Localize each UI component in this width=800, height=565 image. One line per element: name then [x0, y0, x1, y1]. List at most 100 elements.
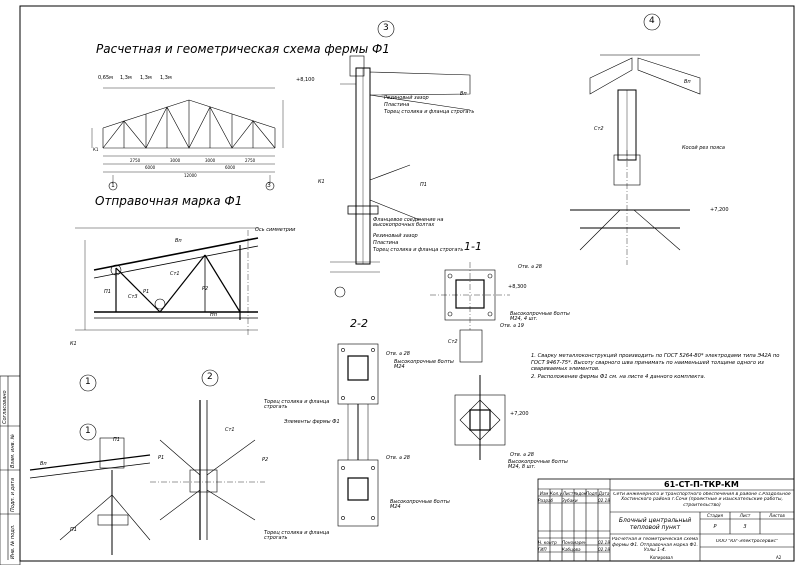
row-developer-name: Зубаки — [562, 498, 578, 503]
node-4-diagram — [570, 13, 701, 265]
member-vp-n4: Вп — [684, 79, 691, 85]
row-norm-date: 02.18 — [598, 540, 610, 545]
callout-bolts-1: Высокопрочные болты М24, 4 шт. — [510, 311, 570, 322]
callout-flange-conn: Фланцевое соединение на высокопрочных бо… — [373, 217, 444, 228]
shipping-mark-title: Отправочная марка Ф1 — [95, 194, 243, 208]
callout-elements: Элементы фермы Ф1 — [284, 419, 340, 425]
col-sign: Подп. — [586, 491, 598, 496]
callout-cut: Косой рез пояса — [682, 145, 725, 151]
callout-plate-2: Пластина — [373, 240, 399, 246]
callout-hole-4: Отв. ⌀ 28 — [386, 351, 410, 357]
bottom-dim-3: 3000 — [205, 158, 216, 163]
len-3: 1,3м — [140, 75, 152, 81]
truss-scheme-diagram — [91, 87, 284, 191]
sheet-code: 61-СТ-П-ТКР-КМ — [664, 480, 739, 489]
side-stamp-inv-orig: Инв. № подл. — [10, 524, 16, 560]
bottom-dim-1: 2750 — [130, 158, 141, 163]
callout-hole-3: Отв. ⌀ 28 — [510, 452, 534, 458]
sheet-frame — [19, 5, 795, 562]
object-name: Блочный центральный тепловой пункт — [618, 517, 692, 532]
bottom-dim-2: 3000 — [170, 158, 181, 163]
callout-flange-1: Торец столика и фланца строгать — [384, 109, 475, 115]
member-k1-n3: К1 — [318, 179, 325, 185]
axis-3-label: 3 — [267, 182, 271, 189]
node-section-right-diagram — [454, 375, 506, 460]
col-doc: №док — [574, 491, 586, 496]
level-8100: +8,100 — [296, 77, 315, 83]
member-k1: К1 — [93, 147, 99, 152]
copied-label: Копировал — [650, 555, 673, 560]
len-4: 1,3м — [160, 75, 172, 81]
callout-flange-3: Торец столика и фланца строгать — [264, 399, 330, 410]
section-1-1-diagram — [430, 262, 510, 363]
company-name: ООО "Юг-Электросервис" — [715, 539, 779, 544]
len-1: 0,65м — [98, 75, 113, 81]
member-st1-n2: Ст1 — [225, 427, 235, 433]
col-kol: Кол.уч — [550, 491, 562, 496]
col-izm: Изм — [539, 491, 549, 496]
node-3-label: 3 — [383, 23, 389, 33]
row-gip-name: Кабцова — [562, 547, 581, 552]
sheets-head: Листов — [769, 513, 785, 518]
sheet-head: Лист — [739, 513, 751, 518]
member-st2: Ст2 — [594, 126, 604, 132]
stage-value: Р — [713, 524, 717, 530]
format-label: А2 — [776, 555, 782, 560]
len-2: 1,3м — [120, 75, 132, 81]
title-block — [537, 478, 795, 562]
node-1-label: 1 — [85, 377, 91, 387]
row-gip-role: ГИП — [538, 547, 547, 552]
row-norm-name: Пономаренко — [562, 540, 586, 545]
node-1-diagram — [29, 423, 151, 555]
callout-bolts-2: Высокопрочные болты М24 — [394, 359, 454, 370]
axis-1-label: 1 — [111, 182, 115, 189]
drawing-name: Расчетная и геометрическая схема фермы Ф… — [612, 537, 698, 553]
member-vp-n3: Вп — [460, 91, 467, 97]
callout-hole-1: Отв. ⌀ 28 — [518, 264, 542, 270]
callout-bolts-4: Высокопрочные болты М24 — [390, 499, 450, 510]
node-3-diagram — [330, 20, 471, 298]
truss-scheme-title: Расчетная и геометрическая схема фермы Ф… — [96, 42, 390, 56]
member-r2-n2: Р2 — [262, 457, 269, 463]
stage-head: Стадия — [706, 513, 724, 518]
member-p1-n1: П1 — [113, 437, 120, 443]
row-gip-date: 02.18 — [598, 547, 610, 552]
member-r2: Р2 — [202, 286, 209, 292]
member-np: Нп — [210, 312, 218, 318]
row-developer-role: Разраб — [538, 498, 554, 503]
member-st2-s11: Ст2 — [448, 339, 458, 345]
member-r1-n2: Р1 — [158, 455, 165, 461]
note-1: 1. Сварку металлоконструкций производить… — [531, 353, 780, 372]
row-developer-date: 02.18 — [598, 498, 610, 503]
node-4-label: 4 — [649, 16, 655, 26]
callout-plate: Пластина — [384, 102, 410, 108]
level-7200: +7,200 — [710, 207, 729, 213]
half-dim-1: 6000 — [145, 165, 156, 170]
callout-hole-5: Отв. ⌀ 28 — [386, 455, 410, 461]
side-stamp-inv: Взам. инв. № — [10, 434, 16, 468]
level-8300: +8,300 — [508, 284, 527, 290]
sheet-no-value: 3 — [743, 524, 747, 530]
callout-rubber: Резиновый зазор — [384, 95, 429, 101]
node-2-label: 2 — [207, 372, 213, 382]
member-p1-n3: П1 — [420, 182, 427, 188]
span-dim: 12000 — [184, 173, 197, 178]
member-p1-n1b: П1 — [70, 527, 77, 533]
section-1-1-title: 1-1 — [464, 240, 482, 253]
side-stamp-frame — [0, 375, 21, 565]
note-2: 2. Расположение фермы Ф1 см. на листе 4 … — [531, 374, 706, 380]
node-1-detail-label: 1 — [85, 426, 91, 436]
member-vp: Вп — [175, 238, 182, 244]
member-vp-n1: Вп — [40, 461, 47, 467]
member-r1: Р1 — [143, 289, 150, 295]
half-dim-2: 6000 — [225, 165, 236, 170]
callout-hole-2: Отв. ⌀ 19 — [500, 323, 524, 329]
bottom-dim-4: 2750 — [245, 158, 256, 163]
section-2-2-diagram — [337, 343, 379, 527]
callout-flange-2: Торец столика и фланца строгать — [373, 247, 464, 253]
node-2-diagram — [150, 400, 265, 540]
col-list: Лист — [562, 491, 574, 496]
col-date: Дата — [598, 491, 610, 496]
side-stamp-sign: Подп. и дата — [10, 477, 16, 512]
